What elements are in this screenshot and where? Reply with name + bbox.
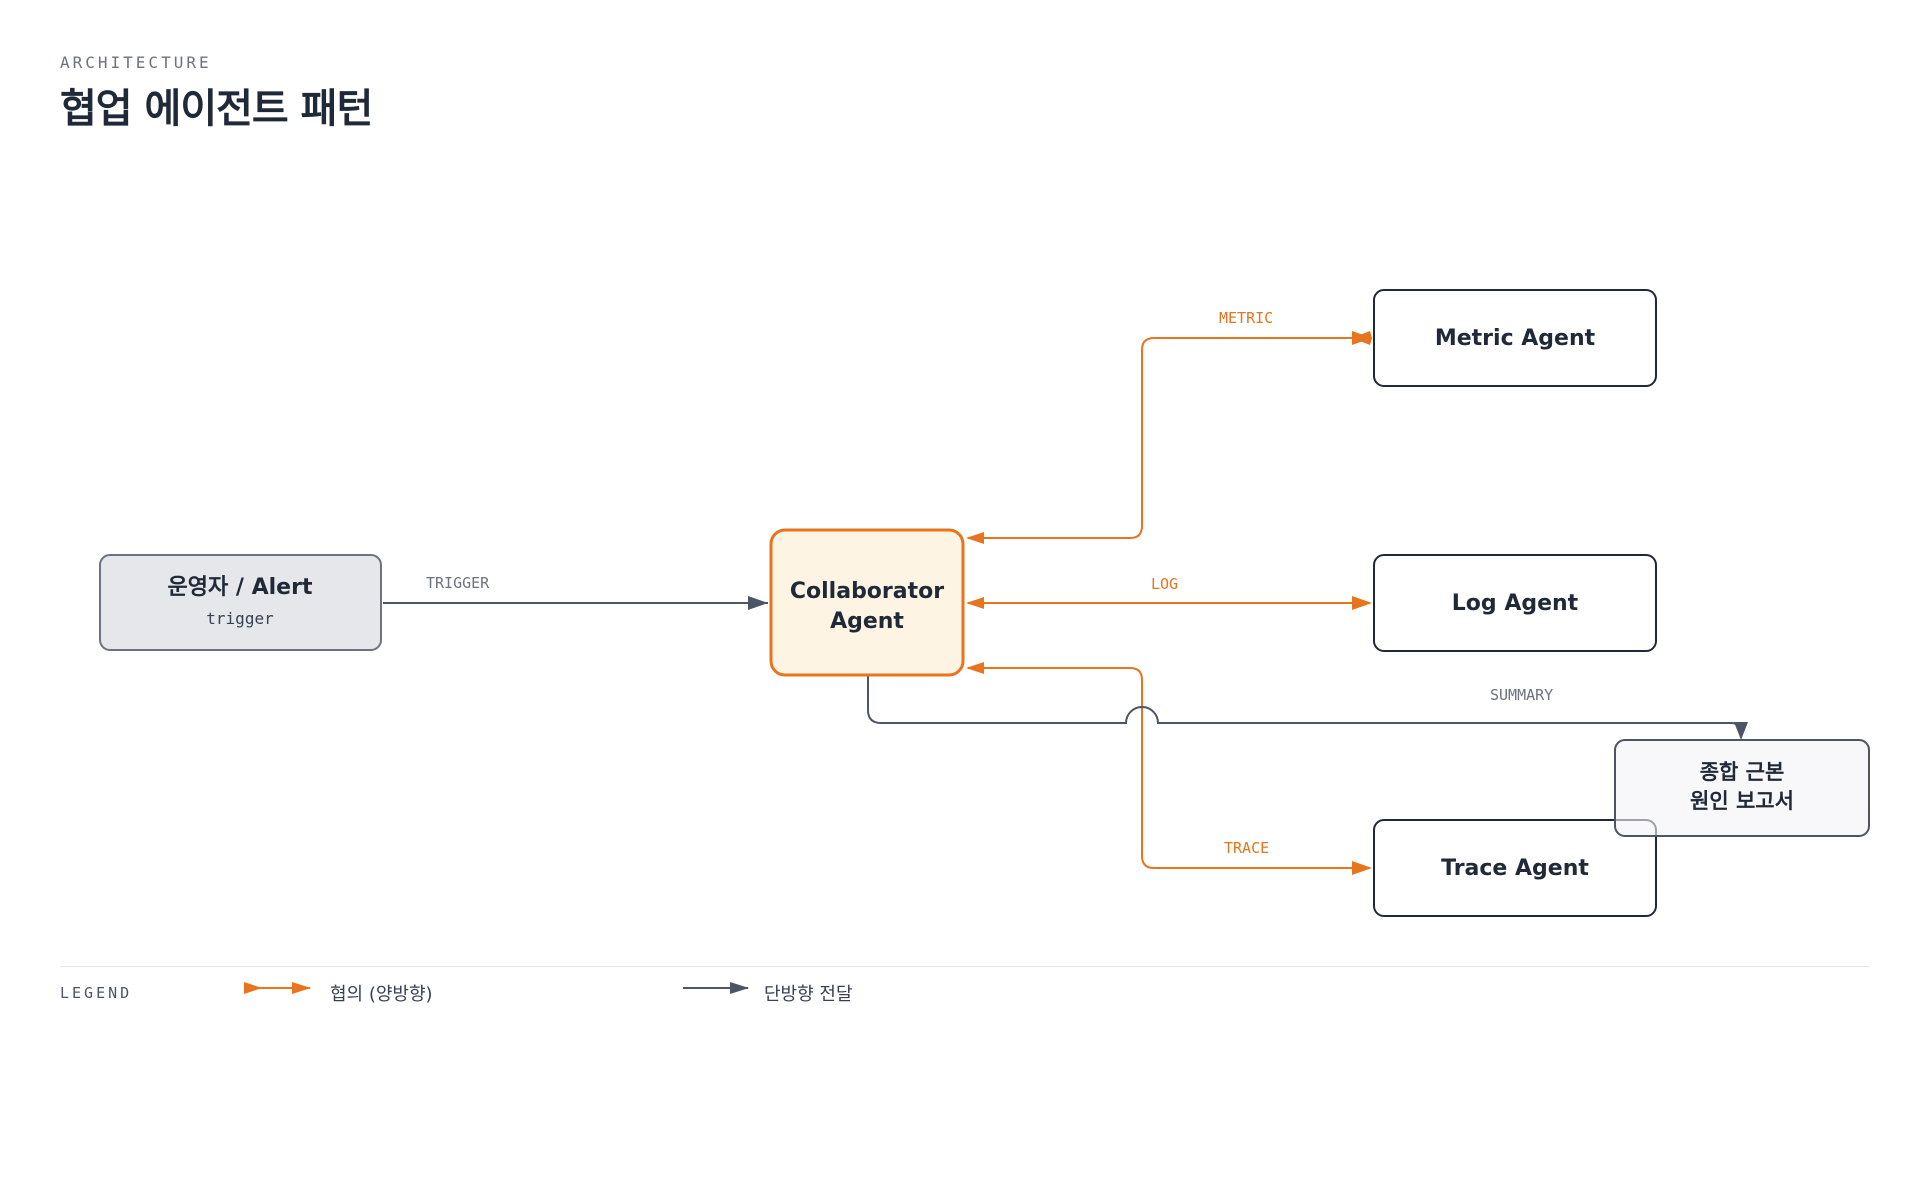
eyebrow-label: ARCHITECTURE: [60, 53, 212, 72]
node-trace[interactable]: [1373, 819, 1657, 917]
legend-oneway-arrow: [730, 982, 749, 994]
legend-title: LEGEND: [60, 984, 133, 1002]
edge-metric-start-arrow: [966, 532, 984, 544]
legend-oneway-label: 단방향 전달: [764, 984, 853, 1005]
edge-label-summary: SUMMARY: [1490, 686, 1553, 704]
node-collaborator-line1: Collaborator: [790, 579, 944, 604]
edge-metric: [968, 337, 1370, 539]
node-collaborator[interactable]: [769, 528, 965, 677]
legend-divider: [60, 966, 1870, 967]
legend-bidirectional-label: 협의 (양방향): [330, 984, 433, 1005]
edge-metric-end-arrowhead: [1352, 331, 1372, 345]
node-metric-title: Metric Agent: [1435, 326, 1596, 351]
node-operator-subtitle: trigger: [206, 609, 274, 628]
edge-summary: [867, 675, 1742, 736]
edge-trigger-arrowhead: [748, 596, 768, 610]
node-operator-title: 운영자 / Alert: [168, 575, 313, 600]
node-log[interactable]: [1373, 554, 1657, 652]
node-collaborator-line2: Agent: [830, 609, 904, 634]
node-metric[interactable]: [1373, 289, 1657, 387]
edge-trace-start-arrow: [966, 662, 984, 674]
legend-bidirectional-start-arrow: [244, 982, 262, 994]
edge-log-start-arrow: [966, 597, 984, 609]
edge-label-log: LOG: [1151, 575, 1178, 593]
node-report[interactable]: [1614, 739, 1870, 837]
edge-trace: [968, 667, 1370, 869]
page-title: 협업 에이전트 패턴: [60, 86, 373, 132]
node-report-line1: 종합 근본: [1700, 760, 1785, 784]
edge-label-trace: TRACE: [1224, 839, 1269, 857]
node-log-title: Log Agent: [1452, 591, 1579, 616]
edge-label-trigger: TRIGGER: [426, 574, 490, 592]
node-trace-title: Trace Agent: [1441, 856, 1589, 881]
edge-trace-end-arrowhead: [1352, 861, 1372, 875]
node-operator[interactable]: [99, 554, 382, 651]
edge-summary-arrowhead: [1734, 722, 1748, 740]
legend-bidirectional-end-arrow: [292, 982, 311, 994]
node-report-line2: 원인 보고서: [1690, 789, 1794, 813]
edge-label-metric: METRIC: [1219, 309, 1273, 327]
edge-log-end-arrowhead: [1352, 596, 1372, 610]
